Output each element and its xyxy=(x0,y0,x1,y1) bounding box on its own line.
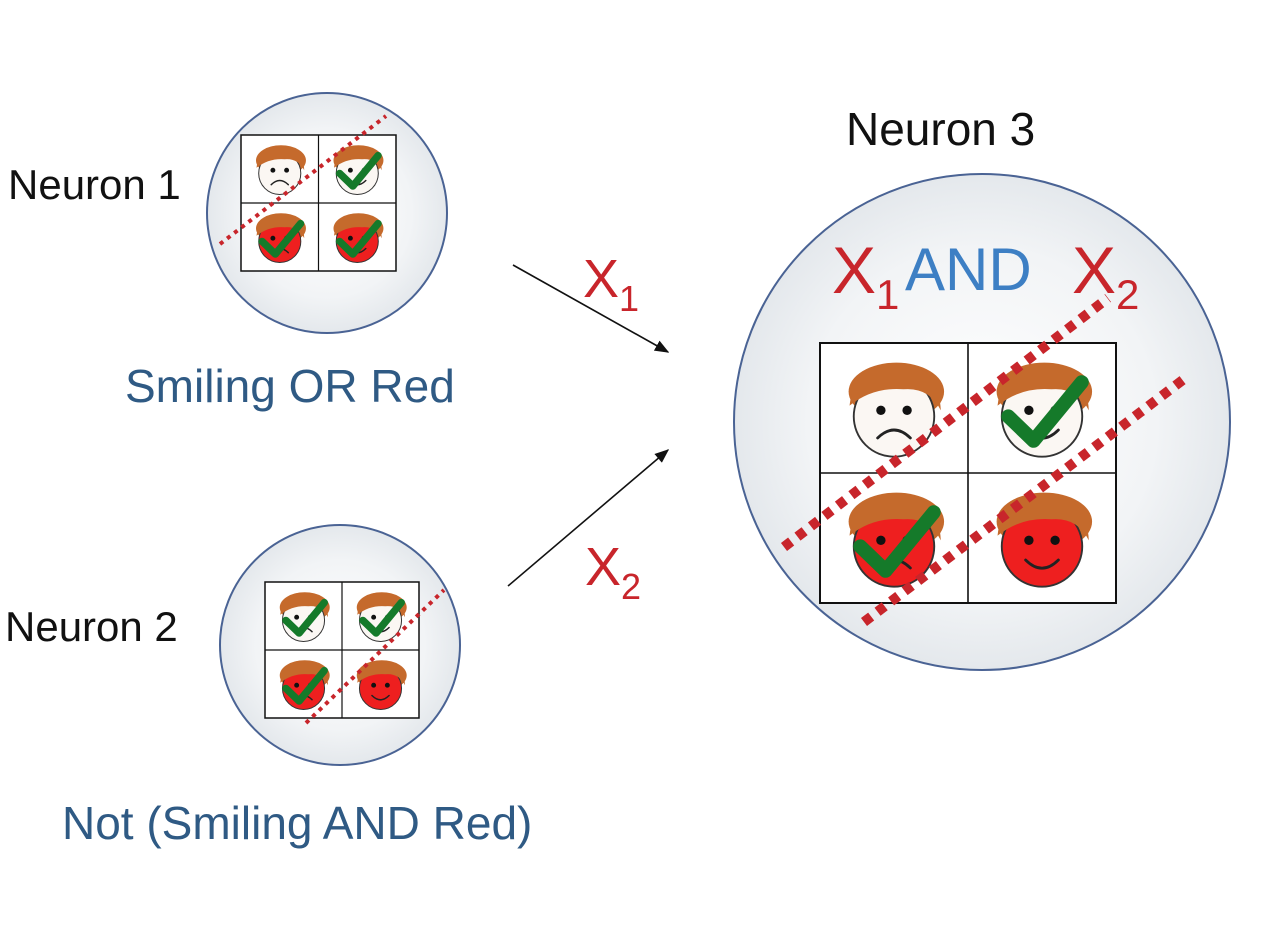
face-icon xyxy=(996,362,1093,458)
check-icon xyxy=(258,219,305,258)
check-icon xyxy=(359,598,405,637)
neuron1-title: Neuron 1 xyxy=(8,161,181,208)
expression-left-var: X1 xyxy=(832,233,900,318)
input-x2-label: X2 xyxy=(585,537,642,607)
neuron2-title: Neuron 2 xyxy=(5,603,178,650)
neuron3-separator-upper xyxy=(780,294,1112,551)
neuron1-separator xyxy=(218,114,388,246)
input-x1-label: X1 xyxy=(583,249,640,319)
face-icon xyxy=(279,660,330,710)
face-icon xyxy=(333,145,384,195)
check-icon xyxy=(853,505,941,578)
face-icon xyxy=(356,592,407,642)
face-icon xyxy=(356,660,407,710)
neuron2-caption: Not (Smiling AND Red) xyxy=(62,797,533,849)
face-icon xyxy=(848,492,945,588)
check-icon xyxy=(335,219,382,258)
neuron2-grid xyxy=(264,581,420,719)
face-icon xyxy=(333,213,384,263)
arrow-icon xyxy=(507,449,670,587)
arrow-icon xyxy=(512,264,670,353)
neuron1-grid xyxy=(240,134,397,272)
face-icon xyxy=(256,145,306,195)
check-icon xyxy=(282,598,328,637)
check-icon xyxy=(335,151,382,190)
check-icon xyxy=(282,666,328,705)
neuron3-title: Neuron 3 xyxy=(846,103,1036,155)
expression-operator: AND xyxy=(905,236,1032,303)
face-icon xyxy=(256,213,306,263)
face-icon xyxy=(279,592,330,642)
neuron3-grid xyxy=(819,342,1117,604)
expression-right-var: X2 xyxy=(1072,233,1140,318)
face-icon xyxy=(848,362,945,458)
neuron1-caption: Smiling OR Red xyxy=(125,360,455,412)
check-icon xyxy=(1001,375,1089,448)
